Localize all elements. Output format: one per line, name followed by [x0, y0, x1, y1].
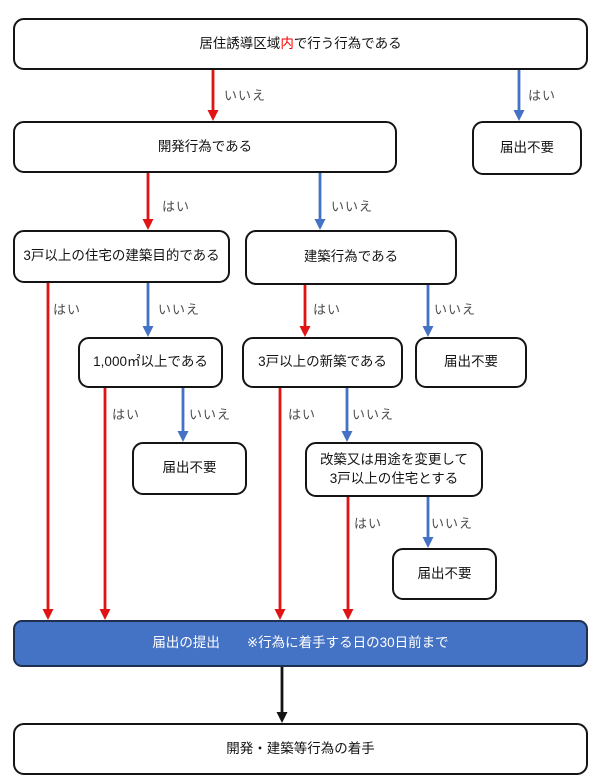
- edge-label-yes: はい: [354, 516, 383, 531]
- highlighted-text: 内: [280, 35, 294, 51]
- edge-label-yes: はい: [53, 302, 82, 317]
- node-new-construction-3-units-check: 3戸以上の新築である: [242, 337, 403, 388]
- node-no-notification-top: 届出不要: [472, 121, 582, 175]
- edge-label-yes: はい: [313, 302, 342, 317]
- node-text-line: 改築又は用途を変更して: [319, 452, 469, 468]
- edge-label-yes: はい: [288, 407, 317, 422]
- node-in-guidance-area-check: 居住誘導区域内で行う行為である: [13, 18, 588, 70]
- edge-label-no: いいえ: [224, 88, 267, 103]
- node-no-notification-area: 届出不要: [132, 442, 247, 495]
- edge-label-yes: はい: [162, 199, 191, 214]
- edge-label-no: いいえ: [158, 302, 201, 317]
- node-no-notification-remodel: 届出不要: [392, 548, 497, 600]
- node-start-of-works: 開発・建築等行為の着手: [13, 723, 588, 775]
- edge-label-yes: はい: [528, 88, 557, 103]
- edge-label-no: いいえ: [431, 516, 474, 531]
- node-area-1000m2-check: 1,000㎡以上である: [78, 337, 223, 388]
- node-housing-3-units-purpose-check: 3戸以上の住宅の建築目的である: [13, 230, 230, 283]
- node-no-notification-building: 届出不要: [415, 337, 527, 388]
- edge-label-no: いいえ: [434, 302, 477, 317]
- node-text-line: 3戸以上の住宅とする: [329, 470, 459, 486]
- node-text: で行う行為である: [293, 35, 402, 51]
- node-development-act-check: 開発行為である: [13, 121, 397, 173]
- node-submit-notification: 届出の提出 ※行為に着手する日の30日前まで: [13, 620, 588, 667]
- edge-label-no: いいえ: [189, 407, 232, 422]
- node-remodel-change-use-check: 改築又は用途を変更して 3戸以上の住宅とする: [305, 442, 483, 497]
- edge-label-no: いいえ: [352, 407, 395, 422]
- edge-label-no: いいえ: [331, 199, 374, 214]
- node-building-act-check: 建築行為である: [245, 230, 457, 285]
- node-text: 居住誘導区域: [199, 35, 281, 51]
- edge-label-yes: はい: [112, 407, 141, 422]
